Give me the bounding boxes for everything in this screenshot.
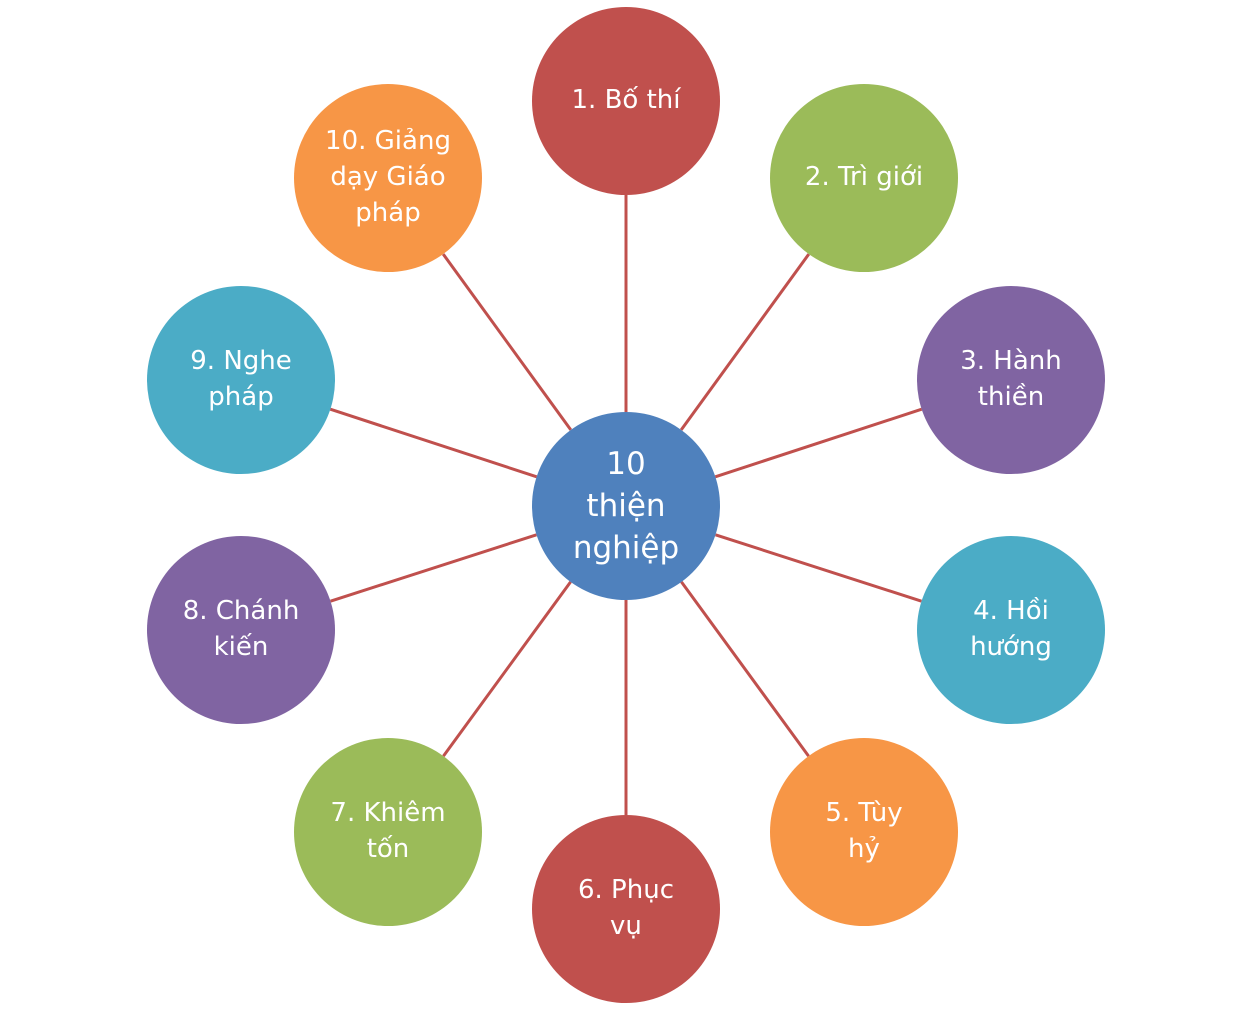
node-2-label: 2. Trì giới <box>804 162 924 193</box>
connector-line-3 <box>714 407 923 479</box>
connector-line-9 <box>329 407 538 479</box>
node-3-label: 3. Hành thiền <box>960 346 1062 412</box>
node-1: 1. Bố thí <box>532 7 720 195</box>
node-8-label: 8. Chánh kiến <box>182 596 300 662</box>
node-4-label: 4. Hồi hướng <box>970 596 1052 662</box>
node-2: 2. Trì giới <box>770 84 958 272</box>
node-1-label: 1. Bố thí <box>571 85 681 116</box>
node-5-label: 5. Tùy hỷ <box>825 798 903 864</box>
center-node-label: 10 thiện nghiệp <box>572 445 680 567</box>
connector-line-5 <box>680 581 810 757</box>
node-6-label: 6. Phục vụ <box>577 875 674 941</box>
node-9: 9. Nghe pháp <box>147 286 335 474</box>
connector-line-10 <box>441 253 573 431</box>
node-10-label: 10. Giảng dạy Giáo pháp <box>325 126 451 228</box>
connector-line-8 <box>330 533 537 603</box>
connector-line-7 <box>442 581 572 757</box>
node-7-label: 7. Khiêm tốn <box>330 798 446 864</box>
node-3: 3. Hành thiền <box>917 286 1105 474</box>
center-node: 10 thiện nghiệp <box>532 412 720 600</box>
node-7: 7. Khiêm tốn <box>294 738 482 926</box>
node-9-label: 9. Nghe pháp <box>190 346 292 412</box>
connector-line-4 <box>715 533 922 603</box>
node-8: 8. Chánh kiến <box>147 536 335 724</box>
node-4: 4. Hồi hướng <box>917 536 1105 724</box>
node-5: 5. Tùy hỷ <box>770 738 958 926</box>
node-6: 6. Phục vụ <box>532 815 720 1003</box>
node-10: 10. Giảng dạy Giáo pháp <box>294 84 482 272</box>
connector-line-2 <box>679 253 811 431</box>
